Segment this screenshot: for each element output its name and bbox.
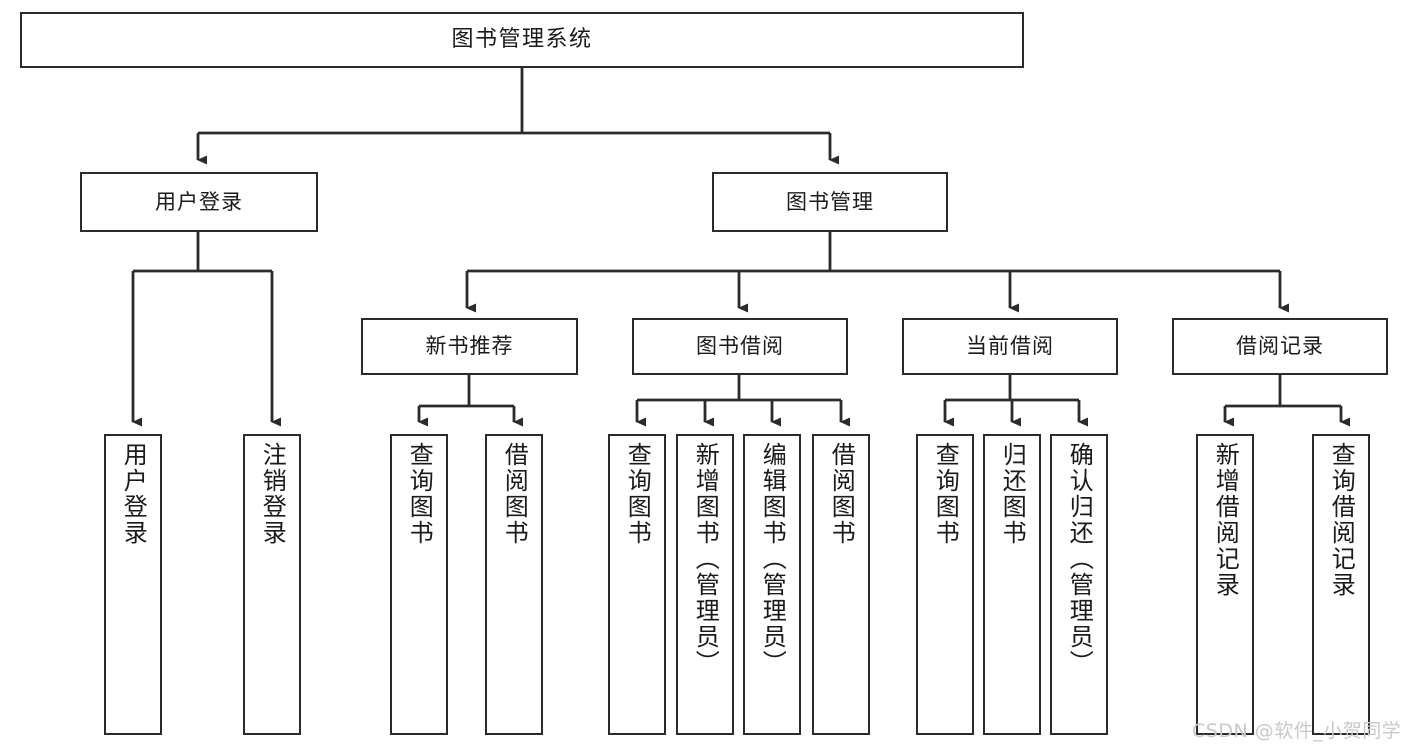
leaf-current-query-book[interactable]: 查询图书 (916, 434, 974, 735)
node-label: 图书管理系统 (451, 27, 593, 53)
node-label: 编辑图书（管理员） (758, 442, 787, 676)
leaf-borrow-edit-book-admin[interactable]: 编辑图书（管理员） (743, 434, 801, 735)
node-label: 查询图书 (405, 442, 434, 546)
node-label: 借阅记录 (1236, 334, 1324, 359)
leaf-record-query-record[interactable]: 查询借阅记录 (1312, 434, 1370, 735)
node-label: 新增借阅记录 (1211, 442, 1240, 598)
node-label: 新增图书（管理员） (691, 442, 720, 676)
node-label: 用户登录 (119, 442, 148, 546)
node-label: 借阅图书 (500, 442, 529, 546)
csdn-watermark: CSDN @软件_小贺同学 (1192, 720, 1402, 742)
node-book-management[interactable]: 图书管理 (712, 172, 948, 232)
node-book-management-system[interactable]: 图书管理系统 (20, 12, 1024, 68)
leaf-borrow-add-book-admin[interactable]: 新增图书（管理员） (676, 434, 734, 735)
node-new-book-recommend[interactable]: 新书推荐 (361, 318, 578, 375)
leaf-record-add-record[interactable]: 新增借阅记录 (1196, 434, 1254, 735)
leaf-borrow-query-book[interactable]: 查询图书 (608, 434, 666, 735)
leaf-user-login-logout[interactable]: 注销登录 (243, 434, 301, 735)
node-label: 图书借阅 (696, 334, 784, 359)
node-label: 查询图书 (623, 442, 652, 546)
leaf-borrow-borrow-book[interactable]: 借阅图书 (812, 434, 870, 735)
node-borrow-record[interactable]: 借阅记录 (1172, 318, 1388, 375)
node-book-borrow[interactable]: 图书借阅 (632, 318, 848, 375)
node-label: 查询借阅记录 (1327, 442, 1356, 598)
leaf-user-login-login[interactable]: 用户登录 (104, 434, 162, 735)
leaf-current-return-book[interactable]: 归还图书 (983, 434, 1041, 735)
node-current-borrow[interactable]: 当前借阅 (902, 318, 1118, 375)
node-label: 借阅图书 (827, 442, 856, 546)
leaf-recommend-query-book[interactable]: 查询图书 (390, 434, 448, 735)
node-user-login[interactable]: 用户登录 (80, 172, 318, 232)
node-label: 确认归还（管理员） (1065, 442, 1094, 676)
node-label: 用户登录 (155, 189, 243, 214)
leaf-current-confirm-return-admin[interactable]: 确认归还（管理员） (1050, 434, 1108, 735)
node-label: 当前借阅 (966, 334, 1054, 359)
node-label: 查询图书 (931, 442, 960, 546)
node-label: 归还图书 (998, 442, 1027, 546)
leaf-recommend-borrow-book[interactable]: 借阅图书 (485, 434, 543, 735)
node-label: 图书管理 (786, 189, 874, 214)
node-label: 注销登录 (258, 442, 287, 546)
node-label: 新书推荐 (425, 334, 514, 359)
